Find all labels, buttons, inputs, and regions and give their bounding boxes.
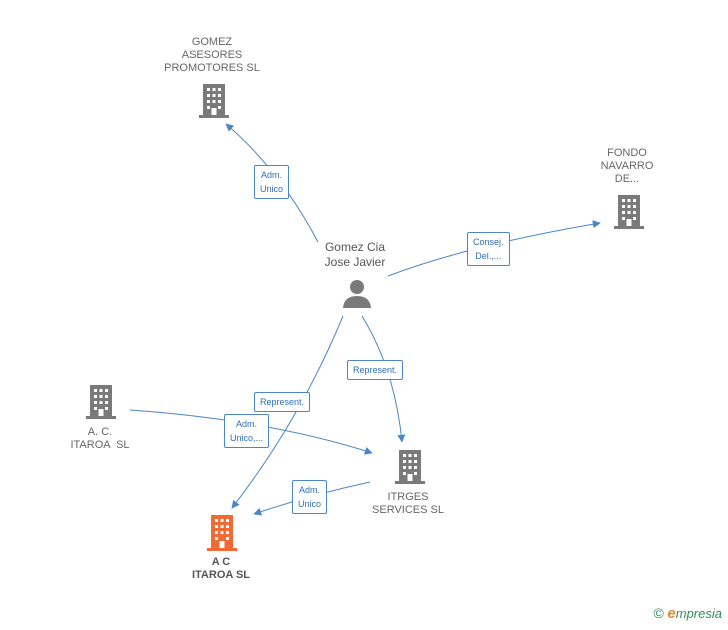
node-label-line: FONDO <box>607 147 647 159</box>
node-label-itrges[interactable]: ITRGES SERVICES SL <box>372 491 444 517</box>
node-label-gomez-asesores[interactable]: GOMEZ ASESORES PROMOTORES SL <box>164 36 260 75</box>
edge-label-line: Unico,... <box>230 433 264 443</box>
node-label-line: ITAROA SL <box>70 439 130 451</box>
node-label-line: ASESORES <box>181 49 243 61</box>
node-label-line: Gomez Cia <box>324 240 386 254</box>
edge-label-line: Represent. <box>353 365 398 375</box>
node-label-gomez-cia[interactable]: Gomez Cia Jose Javier <box>325 240 386 270</box>
copyright-symbol: © <box>653 605 664 621</box>
node-label-line: ITRGES <box>387 491 429 503</box>
edge-line-represent-itaroa <box>231 315 344 509</box>
node-label-fondo-navarro[interactable]: FONDO NAVARRO DE... <box>601 147 654 186</box>
building-icon <box>199 84 229 118</box>
edge-label-adm-unico-itrges[interactable]: Adm. Unico <box>292 480 328 514</box>
edge-label-line: Consej. <box>473 237 504 247</box>
edge-label-line: Represent. <box>260 397 305 407</box>
node-label-line: ITAROA SL <box>191 569 251 581</box>
edge-label-line: Del.,... <box>475 251 502 261</box>
edge-label-adm-unico-multi[interactable]: Adm. Unico,... <box>224 414 270 448</box>
edge-label-represent-itrges[interactable]: Represent. <box>347 360 404 380</box>
brand-logo: © empresia <box>653 605 722 622</box>
node-label-line: NAVARRO <box>600 160 654 172</box>
brand-name: mpresia <box>675 606 722 621</box>
node-label-line: DE... <box>614 173 640 185</box>
node-label-line: A C <box>211 556 231 568</box>
brand-initial: e <box>667 605 676 622</box>
edge-label-line: Adm. <box>261 170 283 180</box>
edge-label-line: Unico <box>260 184 284 194</box>
edge-label-line: Unico <box>298 499 322 509</box>
edge-label-line: Adm. <box>236 419 258 429</box>
edge-label-adm-unico-gomez[interactable]: Adm. Unico <box>254 165 290 199</box>
node-label-line: A. C. <box>87 426 113 438</box>
building-icon-highlighted <box>207 515 237 551</box>
node-label-line: Jose Javier <box>324 255 386 269</box>
node-label-line: PROMOTORES SL <box>164 62 260 74</box>
node-label-line: SERVICES SL <box>372 504 444 516</box>
edge-label-represent-itaroa[interactable]: Represent. <box>254 392 311 412</box>
edge-label-consej-del[interactable]: Consej. Del.,... <box>467 232 510 266</box>
edge-label-line: Adm. <box>299 485 321 495</box>
building-icon <box>86 385 116 419</box>
node-label-ac-itaroa-left[interactable]: A. C. ITAROA SL <box>70 426 129 452</box>
building-icon <box>395 450 425 484</box>
node-label-line: GOMEZ <box>191 36 233 48</box>
node-label-ac-itaroa-main[interactable]: A C ITAROA SL <box>192 556 250 582</box>
person-icon <box>343 280 371 308</box>
building-icon <box>614 195 644 229</box>
